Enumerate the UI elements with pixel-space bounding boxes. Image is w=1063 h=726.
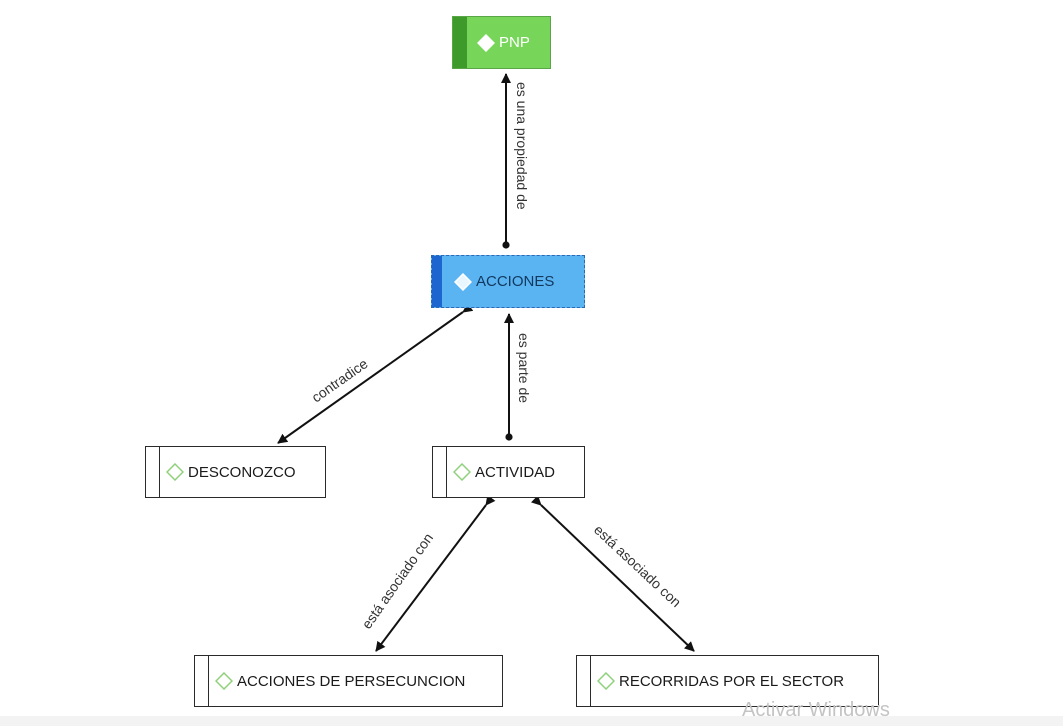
edge-label-acciones-desconozco: contradice (309, 355, 371, 405)
node-actividad-label: ACTIVIDAD (475, 463, 556, 481)
edge-acciones-desconozco[interactable] (277, 302, 474, 444)
edge-label-actividad-persecucion: está asociado con (358, 530, 436, 632)
node-acciones-label: ACCIONES (476, 273, 555, 290)
node-persecucion-label: ACCIONES DE PERSECUNCION (237, 672, 466, 690)
activate-windows-watermark: Activar Windows (742, 699, 890, 721)
node-acciones[interactable]: ACCIONES (431, 255, 585, 308)
node-recorridas-por-el-sector[interactable]: RECORRIDAS POR EL SECTOR (576, 655, 879, 707)
bottom-strip (0, 716, 1063, 726)
edge-label-acciones-pnp: es una propiedad de (514, 82, 530, 210)
diamond-icon (166, 463, 184, 481)
node-desconozco-label: DESCONOZCO (188, 463, 296, 481)
edge-actividad-persecucion[interactable] (375, 494, 496, 652)
diamond-icon (454, 272, 472, 291)
node-persecucion-bar (195, 656, 209, 706)
diamond-icon (453, 463, 471, 481)
node-actividad[interactable]: ACTIVIDAD (432, 446, 585, 498)
node-desconozco-bar (146, 447, 160, 497)
node-pnp-label: PNP (499, 34, 530, 51)
node-desconozco[interactable]: DESCONOZCO (145, 446, 326, 498)
node-acciones-bar (432, 256, 442, 307)
node-recorridas-bar (577, 656, 591, 706)
diamond-icon (215, 672, 233, 690)
edge-actividad-recorridas[interactable] (531, 495, 695, 652)
diamond-icon (477, 33, 495, 52)
node-actividad-bar (433, 447, 447, 497)
node-pnp[interactable]: PNP (452, 16, 551, 69)
diamond-icon (597, 672, 615, 690)
node-pnp-bar (453, 17, 467, 68)
node-acciones-de-persecuncion[interactable]: ACCIONES DE PERSECUNCION (194, 655, 503, 707)
node-recorridas-label: RECORRIDAS POR EL SECTOR (619, 672, 845, 690)
edge-label-actividad-acciones: es parte de (516, 333, 532, 403)
